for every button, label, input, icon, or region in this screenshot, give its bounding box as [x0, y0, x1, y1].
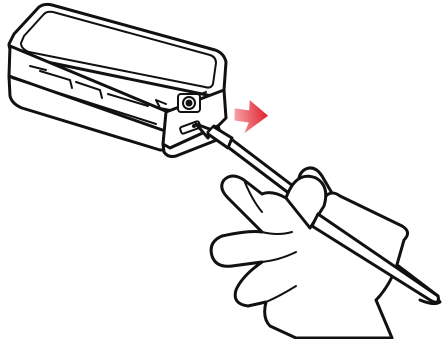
arrow-icon: [232, 98, 270, 134]
hand-icon: [211, 168, 407, 338]
device-box-icon: [9, 4, 226, 156]
